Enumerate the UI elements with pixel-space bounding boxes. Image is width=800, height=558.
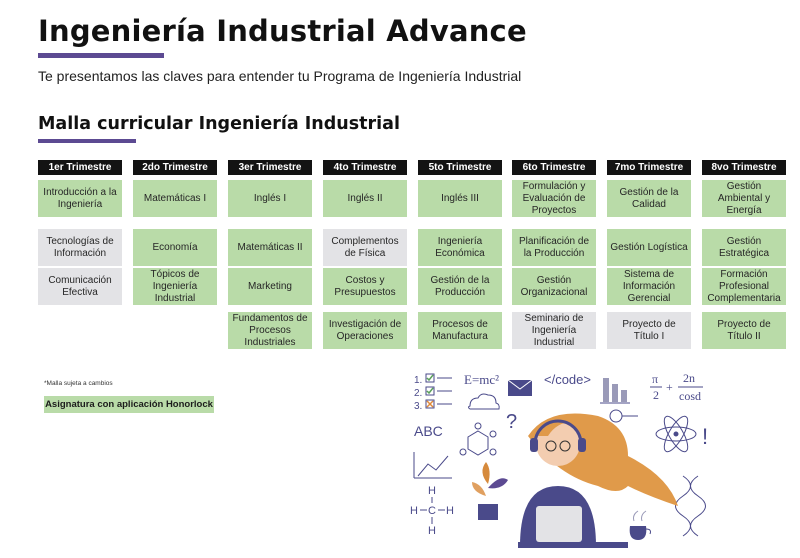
course-cell: Inglés III [418,180,502,217]
course-cell: Gestión de la Producción [418,268,502,305]
trimester-header: 8vo Trimestre [702,160,786,175]
section-underline [38,139,136,143]
svg-text:π: π [652,372,658,386]
course-cell: Complementos de Física [323,229,407,266]
question-mark: ? [506,411,517,433]
course-cell: Gestión Ambiental y Energía [702,180,786,217]
svg-text:2.: 2. [414,388,422,399]
course-cell: Procesos de Manufactura [418,312,502,349]
course-cell: Costos y Presupuestos [323,268,407,305]
exclamation-mark: ! [702,424,708,449]
svg-text:H: H [410,505,418,517]
svg-text:1.: 1. [414,375,422,386]
course-cell: Sistema de Información Gerencial [607,268,691,305]
atom-icon [655,415,697,453]
svg-text:2: 2 [653,388,659,402]
student-illustration: 1. 2. 3. E=mc² </code> π 2 + 2n cosd ABC [410,371,708,548]
trimester-header: 6to Trimestre [512,160,596,175]
plant-icon [472,462,508,520]
math-formula: π 2 + 2n cosd [650,371,703,403]
code-tag: </code> [544,372,591,387]
course-cell: Gestión Organizacional [512,268,596,305]
molecule-icon [459,422,497,456]
coffee-cup-icon [629,510,651,540]
course-cell: Proyecto de Título II [702,312,786,349]
page-title: Ingeniería Industrial Advance [38,14,527,48]
trimester-header: 5to Trimestre [418,160,502,175]
svg-text:H: H [428,485,436,497]
changes-note: *Malla sujeta a cambios [44,380,113,387]
methane-formula: H H C H H [410,485,454,537]
course-cell: Gestión de la Calidad [607,180,691,217]
course-cell: Seminario de Ingeniería Industrial [512,312,596,349]
svg-text:H: H [428,525,436,537]
course-cell: Matemáticas I [133,180,217,217]
course-cell: Investigación de Operaciones [323,312,407,349]
course-cell: Tecnologías de Información [38,229,122,266]
course-cell: Gestión Estratégica [702,229,786,266]
course-cell: Economía [133,229,217,266]
course-cell: Fundamentos de Procesos Industriales [228,312,312,349]
student-figure [518,413,678,548]
course-cell: Tópicos de Ingeniería Industrial [133,268,217,305]
title-underline [38,53,164,58]
page-subtitle: Te presentamos las claves para entender … [38,68,522,84]
course-cell: Introducción a la Ingeniería [38,180,122,217]
abc-text: ABC [414,423,443,439]
dna-icon [675,475,706,537]
trimester-header: 3er Trimestre [228,160,312,175]
trimester-header: 7mo Trimestre [607,160,691,175]
course-cell: Marketing [228,268,312,305]
checklist-icon: 1. 2. 3. [414,373,452,412]
course-cell: Formación Profesional Complementaria [702,268,786,305]
course-cell: Planificación de la Producción [512,229,596,266]
trimester-header: 2do Trimestre [133,160,217,175]
envelope-icon [507,379,533,396]
formula-emc2: E=mc² [464,372,499,387]
trimester-header: 4to Trimestre [323,160,407,175]
course-cell: Inglés I [228,180,312,217]
course-cell: Ingeniería Económica [418,229,502,266]
course-cell: Formulación y Evaluación de Proyectos [512,180,596,217]
section-title: Malla curricular Ingeniería Industrial [38,114,400,134]
magnifier-icon [609,409,638,423]
svg-text:cosd: cosd [679,389,701,403]
course-cell: Inglés II [323,180,407,217]
svg-text:C: C [428,505,436,517]
svg-text:+: + [666,380,673,394]
course-cell: Gestión Logística [607,229,691,266]
svg-text:2n: 2n [683,371,695,385]
bar-chart-icon [600,378,630,404]
line-chart-icon [413,452,452,479]
course-cell: Matemáticas II [228,229,312,266]
svg-text:3.: 3. [414,401,422,412]
svg-text:H: H [446,505,454,517]
honorlock-legend: Asignatura con aplicación Honorlock [44,396,214,413]
trimester-header: 1er Trimestre [38,160,122,175]
cloud-icon [468,393,500,410]
course-cell: Comunicación Efectiva [38,268,122,305]
course-cell: Proyecto de Título I [607,312,691,349]
